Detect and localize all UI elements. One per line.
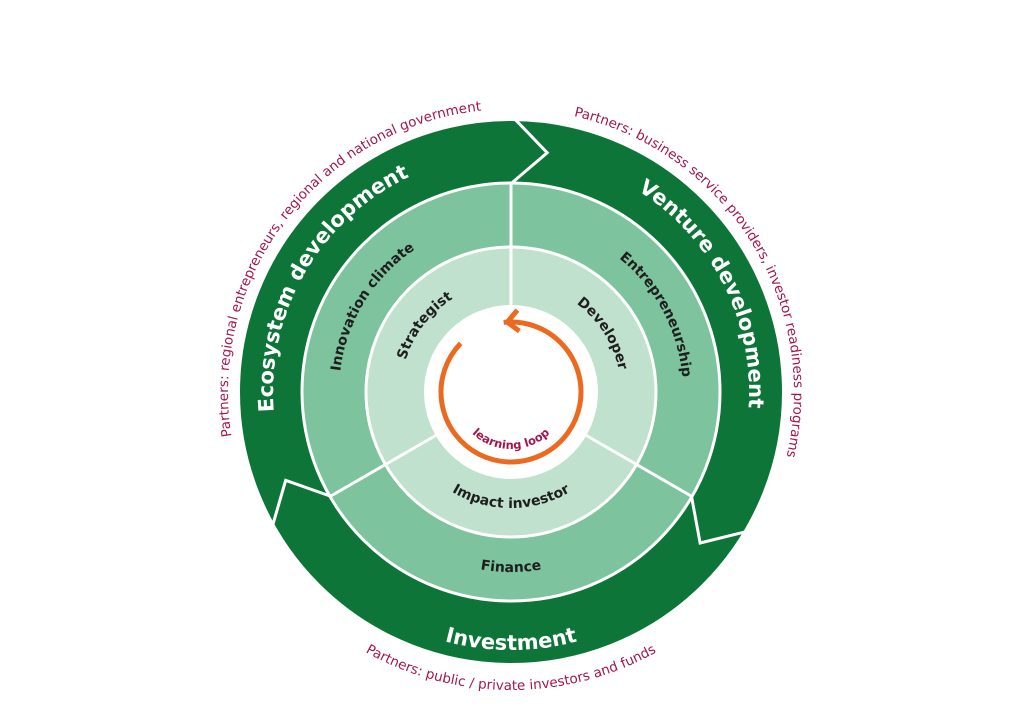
center-circle xyxy=(424,305,598,479)
chevron-divider xyxy=(690,496,746,545)
outer-chevrons xyxy=(271,117,746,545)
outer-ring xyxy=(240,121,782,663)
segment-dividers xyxy=(329,183,693,498)
chevron-divider xyxy=(510,117,550,185)
chevron-divider xyxy=(271,478,331,526)
divider-line xyxy=(585,434,693,498)
arrowhead-icon xyxy=(503,308,521,334)
label-finance: Finance xyxy=(480,558,543,576)
divider-line xyxy=(329,434,437,498)
learning-loop-arrow-icon xyxy=(438,319,584,465)
